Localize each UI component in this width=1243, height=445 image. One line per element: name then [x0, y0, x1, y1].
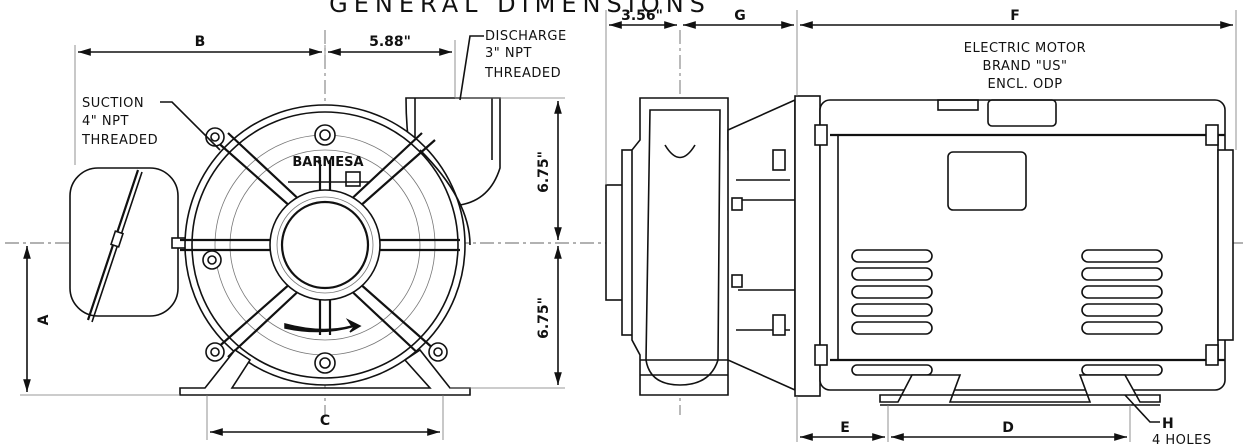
discharge-note-line2: 3" NPT	[485, 46, 532, 61]
suction-note-line3: THREADED	[81, 133, 158, 148]
suction-note-line1: SUCTION	[82, 96, 144, 111]
dim-a-label: A	[36, 314, 52, 325]
suction-eye-outer	[269, 189, 381, 301]
side-view-dimensions: 3.56" G F E D H 4 HOLES	[605, 8, 1237, 445]
front-view: BARMESA	[69, 97, 501, 396]
front-view-dimensions: B 5.88" C A 6.75" 6.75"	[20, 34, 565, 440]
dim-6-75-bottom-label: 6.75"	[536, 297, 552, 339]
motor-note: ELECTRIC MOTOR BRAND "US" ENCL. ODP	[964, 41, 1086, 92]
brand-label: BARMESA	[292, 155, 363, 170]
motor-nameplate	[947, 151, 1027, 211]
side-bracket	[727, 98, 796, 392]
drawing-title: GENERAL DIMENSIONS	[329, 0, 711, 18]
discharge-note-line3: THREADED	[484, 66, 561, 81]
dim-3-56-label: 3.56"	[621, 8, 663, 24]
dim-h-label: H	[1162, 416, 1174, 432]
motor-end-cap	[69, 167, 179, 317]
motor-body	[819, 99, 1226, 391]
discharge-note: DISCHARGE 3" NPT THREADED	[459, 29, 567, 101]
motor-note-line3: ENCL. ODP	[987, 77, 1062, 92]
dim-b-label: B	[195, 34, 206, 50]
suction-note: SUCTION 4" NPT THREADED	[81, 96, 221, 151]
dim-g-label: G	[734, 8, 746, 24]
discharge-note-line1: DISCHARGE	[485, 29, 567, 44]
dim-e-label: E	[840, 420, 850, 436]
motor-note-line2: BRAND "US"	[983, 59, 1068, 74]
motor-note-line1: ELECTRIC MOTOR	[964, 41, 1086, 56]
motor-base	[879, 374, 1161, 403]
dim-d-label: D	[1002, 420, 1014, 436]
dim-5-88-label: 5.88"	[369, 34, 411, 50]
dim-f-label: F	[1010, 8, 1020, 24]
motor-vents-left	[851, 249, 933, 376]
side-view	[605, 95, 1234, 406]
holes-note: 4 HOLES	[1152, 433, 1212, 445]
motor-vents-right	[1081, 249, 1163, 376]
housing-bolts	[202, 124, 448, 374]
motor-tie-bolts	[814, 124, 1219, 366]
suction-note-line2: 4" NPT	[82, 114, 129, 129]
suction-eye-inner	[280, 200, 370, 290]
dim-6-75-top-label: 6.75"	[536, 151, 552, 193]
rotation-arrow	[284, 318, 362, 333]
dim-c-label: C	[320, 413, 330, 429]
